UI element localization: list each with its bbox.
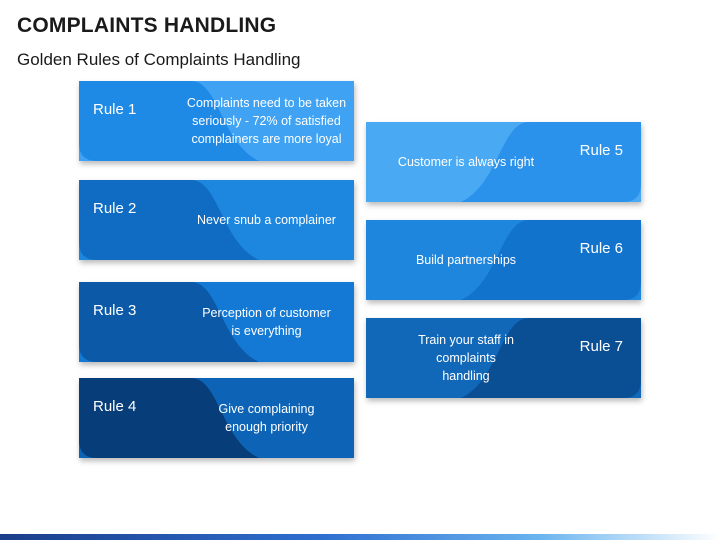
rule-card-1: Rule 1 Complaints need to be taken serio… — [79, 81, 354, 161]
rule-card-3: Rule 3 Perception of customer is everyth… — [79, 282, 354, 362]
rule-card-shape — [366, 318, 641, 398]
rule-label: Rule 4 — [93, 398, 137, 415]
rule-card-shape — [79, 378, 354, 458]
rule-label: Rule 1 — [93, 101, 137, 118]
rule-description: Never snub a complainer — [197, 213, 336, 227]
rule-card-shape — [79, 81, 354, 161]
rule-card-2: Rule 2 Never snub a complainer — [79, 180, 354, 260]
page-subtitle: Golden Rules of Complaints Handling — [17, 50, 301, 69]
rule-description: Build partnerships — [415, 253, 517, 267]
rule-card-shape — [366, 122, 641, 202]
page-title: COMPLAINTS HANDLING — [17, 14, 277, 37]
rule-description: Train your staff in complaints handling — [418, 333, 514, 383]
rule-label: Rule 7 — [579, 338, 623, 355]
rule-label: Rule 2 — [93, 200, 137, 217]
rule-card-4: Rule 4 Give complaining enough priority — [79, 378, 354, 458]
rule-label: Rule 6 — [579, 240, 623, 257]
rule-description: Perception of customer is everything — [202, 306, 331, 338]
rule-card-6: Rule 6 Build partnerships — [366, 220, 641, 300]
rule-description: Complaints need to be taken seriously - … — [186, 96, 347, 146]
rule-card-shape — [79, 282, 354, 362]
rule-label: Rule 5 — [579, 142, 623, 159]
rule-label: Rule 3 — [93, 302, 137, 319]
rule-card-5: Rule 5 Customer is always right — [366, 122, 641, 202]
rule-card-shape — [79, 180, 354, 260]
rule-card-shape — [366, 220, 641, 300]
rule-description: Give complaining enough priority — [218, 402, 315, 434]
rule-card-7: Rule 7 Train your staff in complaints ha… — [366, 318, 641, 398]
footer-accent-bar — [0, 534, 720, 540]
rule-description: Customer is always right — [397, 155, 535, 169]
